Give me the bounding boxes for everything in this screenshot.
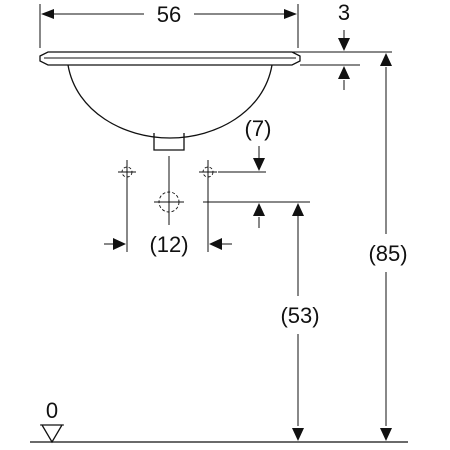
level-triangle-icon <box>40 424 64 444</box>
dimension-56: 56 <box>39 2 299 48</box>
floor-level-label: 0 <box>46 398 58 423</box>
dim-label-7: (7) <box>245 116 272 141</box>
dimension-53: (53) <box>280 203 320 441</box>
dim-label-53: (53) <box>280 303 319 328</box>
basin-rim <box>39 51 301 66</box>
drain-center-symbol <box>154 191 184 213</box>
dim-label-85: (85) <box>368 241 407 266</box>
dim-label-3: 3 <box>338 0 350 25</box>
floor-reference: 0 <box>30 398 408 444</box>
dimension-7: (7) <box>203 116 310 228</box>
dimension-3: 3 <box>256 0 392 90</box>
dimension-12: (12) <box>104 232 232 257</box>
right-fixture-symbol <box>199 160 217 184</box>
dimension-85: (85) <box>368 53 408 441</box>
left-fixture-symbol <box>118 160 136 184</box>
basin-bowl <box>67 64 273 139</box>
dim-label-56: 56 <box>157 2 181 27</box>
dim-label-12: (12) <box>149 232 188 257</box>
drain-outlet <box>153 133 185 151</box>
